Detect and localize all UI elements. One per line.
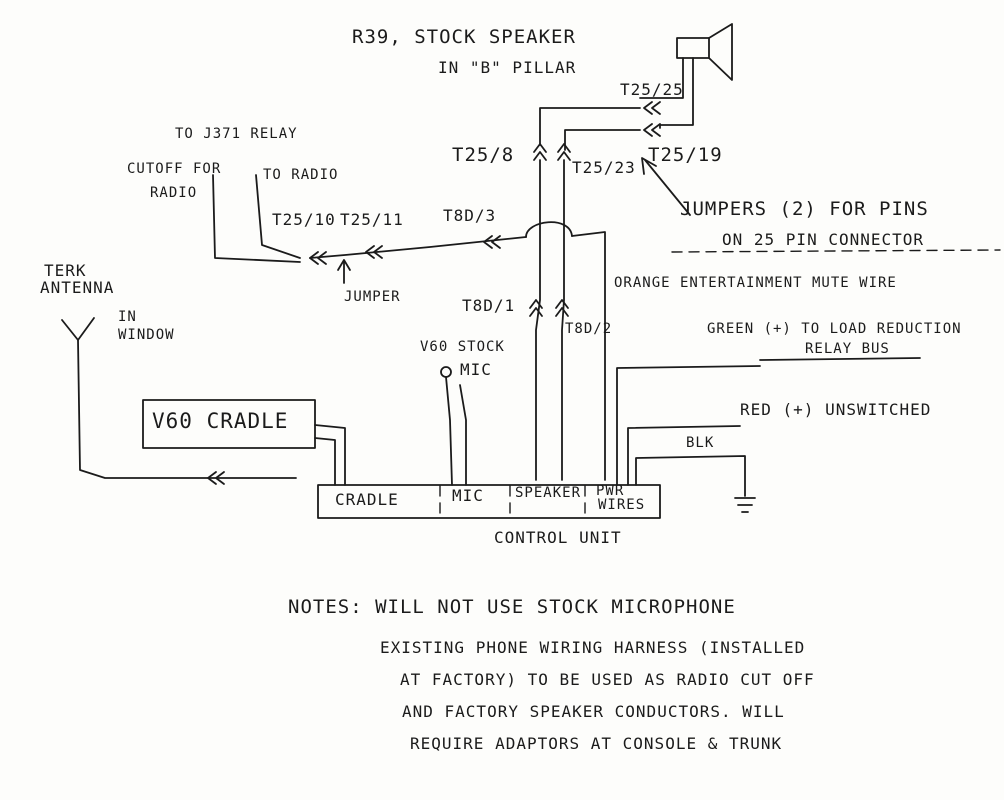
cradle-label: V60 Cradle bbox=[152, 409, 289, 433]
arrow-t25-23 bbox=[557, 143, 571, 153]
pin-t25-19: T25/19 bbox=[648, 144, 723, 166]
arrow-t25-19 bbox=[643, 123, 653, 137]
control-unit-box bbox=[317, 484, 661, 519]
red-wire bbox=[627, 425, 741, 486]
to-radio-label: To Radio bbox=[263, 167, 339, 183]
notes-line3: at factory) to be used as radio cut off bbox=[400, 670, 815, 689]
mic-wire-2 bbox=[459, 384, 467, 486]
pin-t8d-3: T8D/3 bbox=[443, 206, 497, 225]
arrow-t25-25 bbox=[643, 101, 653, 115]
arrow-t8d2b bbox=[555, 307, 569, 317]
control-section-mic: Mic bbox=[452, 486, 484, 505]
jumpers-pointer-head bbox=[641, 157, 657, 175]
speaker-conductor-2 bbox=[561, 159, 565, 481]
red-label: Red (+) Unswitched bbox=[740, 400, 932, 419]
cradle-wire-2 bbox=[314, 437, 336, 486]
jumper-label: Jumper bbox=[344, 289, 401, 305]
mute-wire bbox=[571, 231, 606, 481]
notes-line4: and factory speaker conductors. Will bbox=[402, 702, 785, 721]
antenna-line4: Window bbox=[118, 327, 175, 343]
control-section-pwr-2: Wires bbox=[598, 497, 646, 513]
antenna-icon bbox=[61, 317, 216, 479]
arrow-t25-8b bbox=[533, 151, 547, 161]
relay-cutoff-wire bbox=[212, 174, 301, 263]
divider-dashed bbox=[671, 249, 1001, 253]
jumpers-note-line1: Jumpers (2) for Pins bbox=[680, 198, 929, 220]
pin-t8d-1: T8D/1 bbox=[462, 296, 516, 315]
cradle-box bbox=[142, 399, 316, 449]
antenna-line1: Terk bbox=[44, 261, 87, 280]
radio-label: Radio bbox=[150, 185, 198, 201]
blk-wire bbox=[635, 455, 746, 497]
jumpers-pointer bbox=[644, 159, 691, 216]
pin-t8d-2: T8D/2 bbox=[565, 321, 613, 337]
cradle-wire-1 bbox=[314, 424, 346, 486]
arrow-t25-25b bbox=[651, 101, 661, 115]
pin-t25-23: T25/23 bbox=[572, 158, 636, 177]
arrow-t25-11b bbox=[373, 245, 383, 259]
mic-label-1: V60 Stock bbox=[420, 339, 505, 355]
speaker-subtitle: in "B" Pillar bbox=[438, 58, 577, 77]
arrow-t25-19b bbox=[651, 123, 661, 137]
speaker-conductor-1 bbox=[535, 159, 541, 481]
notes-line1: Notes: Will not use stock microphone bbox=[288, 596, 736, 618]
control-unit-caption: Control Unit bbox=[494, 528, 622, 547]
to-radio-wire bbox=[255, 174, 301, 259]
jumpers-note-line2: on 25 pin connector bbox=[722, 230, 925, 249]
jumper-pointer-head bbox=[337, 259, 351, 271]
relay-label: To J371 Relay bbox=[175, 126, 298, 142]
mic-wire bbox=[445, 376, 453, 486]
arrow-t25-23b bbox=[557, 151, 571, 161]
green-underline bbox=[759, 357, 921, 361]
pin-t25-11: T25/11 bbox=[340, 210, 404, 229]
arrow-t25-10 bbox=[309, 251, 319, 265]
pin-t25-25: T25/25 bbox=[620, 80, 684, 99]
speaker-wire-inner bbox=[639, 57, 684, 99]
control-section-cradle: Cradle bbox=[335, 490, 399, 509]
control-section-pwr: PWR bbox=[596, 483, 625, 499]
mic-icon bbox=[440, 366, 452, 378]
speaker-wire-outer bbox=[659, 57, 694, 129]
antenna-line2: Antenna bbox=[40, 278, 115, 297]
mic-label-2: Mic bbox=[460, 360, 492, 379]
arrow-antenna bbox=[207, 471, 217, 485]
mute-loop bbox=[525, 221, 573, 238]
arrow-t25-10b bbox=[317, 251, 327, 265]
green-label: Green (+) to Load Reduction bbox=[707, 321, 962, 337]
pin-t25-10: T25/10 bbox=[272, 210, 336, 229]
antenna-line3: in bbox=[118, 309, 137, 325]
mute-wire-label: Orange Entertainment Mute Wire bbox=[614, 275, 897, 291]
ground-icon bbox=[734, 497, 756, 513]
cutoff-label: Cutoff for bbox=[127, 161, 222, 177]
arrow-t8d2 bbox=[555, 299, 569, 309]
arrow-t8d1 bbox=[529, 299, 543, 309]
arrow-t8d3b bbox=[491, 235, 501, 249]
pin-t25-8: T25/8 bbox=[452, 144, 515, 166]
wire-t25-25 bbox=[539, 107, 641, 146]
speaker-icon bbox=[676, 23, 733, 81]
green-label-2: Relay Bus bbox=[805, 341, 890, 357]
arrow-t8d1b bbox=[529, 307, 543, 317]
blk-label: BLK bbox=[686, 435, 715, 451]
wire-t25-19 bbox=[564, 129, 641, 151]
green-wire bbox=[616, 365, 761, 486]
arrow-t25-8 bbox=[533, 143, 547, 153]
arrow-t8d3 bbox=[483, 235, 493, 249]
notes-line2: Existing phone wiring harness (installed bbox=[380, 638, 806, 657]
notes-line5: require adaptors at console & trunk bbox=[410, 734, 783, 753]
control-section-speaker: Speaker bbox=[515, 485, 582, 501]
arrow-t25-11 bbox=[365, 245, 375, 259]
speaker-title: R39, Stock Speaker bbox=[352, 26, 576, 48]
relay-line bbox=[309, 236, 527, 259]
